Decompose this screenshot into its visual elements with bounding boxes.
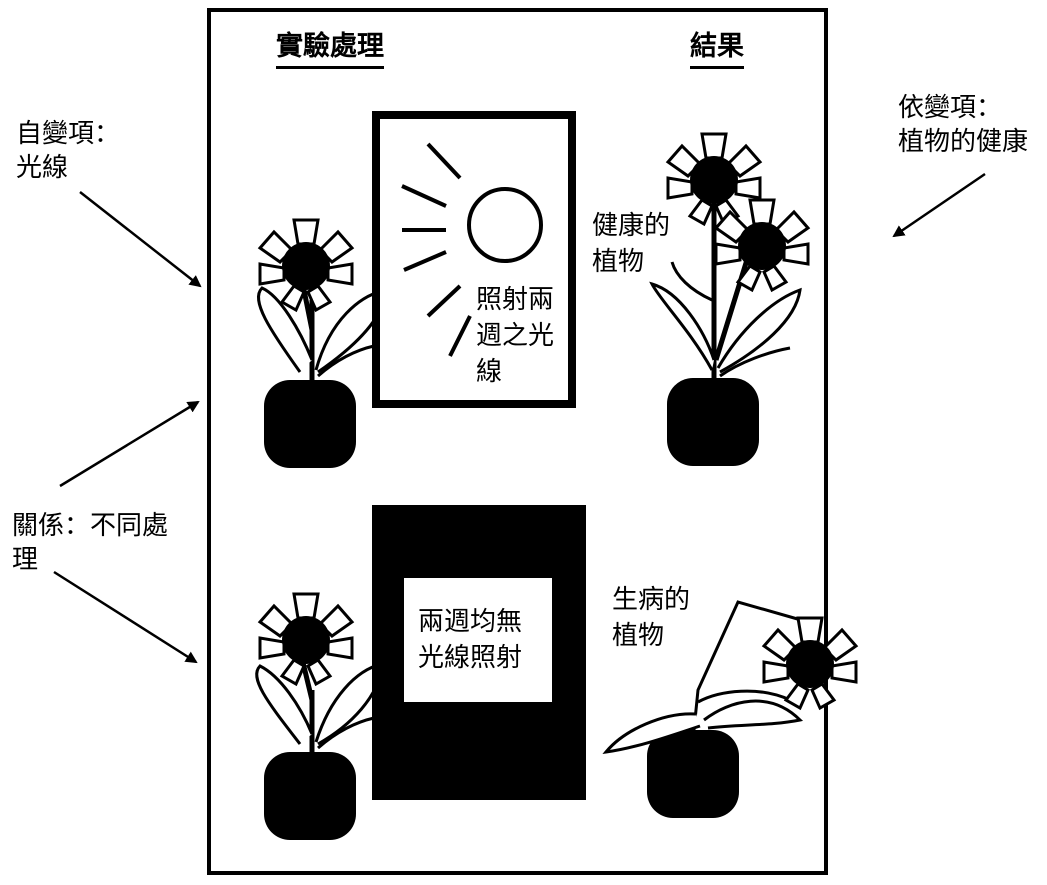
light-panel xyxy=(372,111,576,408)
healthy-plant-label: 健康的 xyxy=(592,211,671,241)
dependent-variable-value: 植物的健康 xyxy=(898,127,1029,157)
healthy-plant-icon xyxy=(649,132,810,466)
independent-variable-label: 自變項： xyxy=(16,119,121,149)
light-panel-text-2: 週之光 xyxy=(476,321,555,351)
diagram-frame xyxy=(207,8,828,875)
dark-panel-text-1: 兩週均無 xyxy=(418,607,523,637)
healthy-plant-label-cont: 植物 xyxy=(592,247,645,277)
independent-variable-value: 光線 xyxy=(16,153,69,183)
dark-panel-text-2: 光線照射 xyxy=(418,643,523,673)
treatment-header: 實驗處理 xyxy=(276,30,384,69)
light-panel-text-3: 線 xyxy=(476,357,503,387)
relation-label: 關係：不同處 xyxy=(12,511,169,541)
dependent-variable-label: 依變項： xyxy=(898,93,1003,123)
relation-label-cont: 理 xyxy=(12,545,39,575)
result-header: 結果 xyxy=(690,30,744,69)
sick-plant-icon xyxy=(602,600,858,818)
sick-plant-label-cont: 植物 xyxy=(612,621,665,651)
arrow-icon xyxy=(53,172,986,664)
plant-treated-light-icon xyxy=(256,218,388,468)
sun-icon xyxy=(401,142,543,357)
plant-treated-dark-icon xyxy=(255,592,384,840)
light-panel-text-1: 照射兩 xyxy=(476,285,555,315)
sick-plant-label: 生病的 xyxy=(612,585,691,615)
